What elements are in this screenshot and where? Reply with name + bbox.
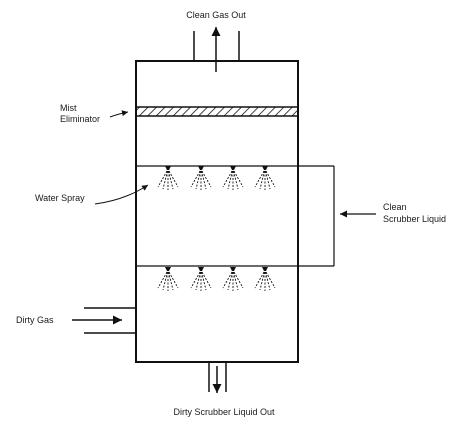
gas-outlet-duct [193,31,240,61]
water-spray-pointer [94,184,149,205]
mist-eliminator [135,106,299,117]
clean-liquid-label-line1: Clean [383,202,407,212]
mist-eliminator-pointer [109,110,129,118]
mist-eliminator-label-line2: Eliminator [60,114,100,124]
scrubber-vessel [135,60,299,363]
clean-liquid-label-line2: Scrubber Liquid [383,214,446,224]
clean-gas-out-label: Clean Gas Out [186,10,246,20]
dirty-liquid-out-label: Dirty Scrubber Liquid Out [173,407,275,417]
dirty-gas-label: Dirty Gas [16,315,54,325]
liquid-outlet-pipe [208,362,227,392]
upper-spray-nozzles [157,165,276,191]
mist-eliminator-label-line1: Mist [60,103,77,113]
lower-spray-nozzles [157,266,276,292]
dirty-gas-inlet-duct [84,307,136,334]
water-spray-label: Water Spray [35,193,85,203]
